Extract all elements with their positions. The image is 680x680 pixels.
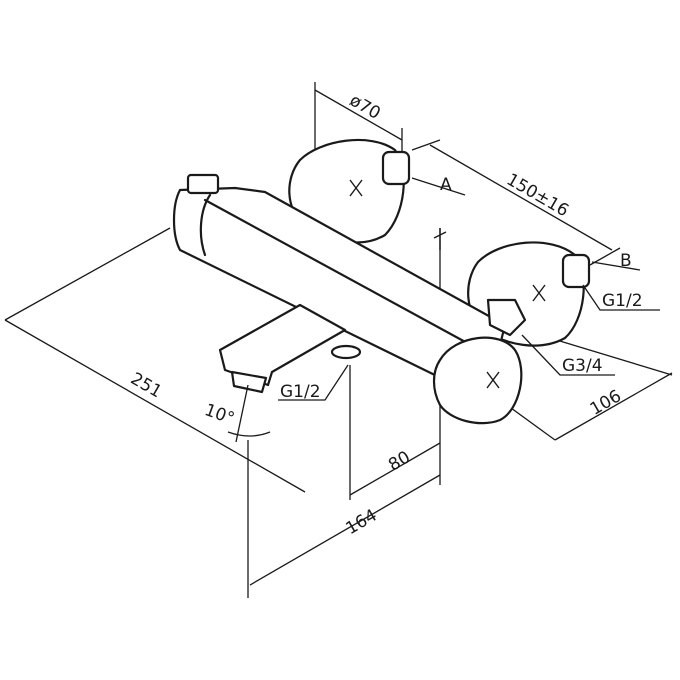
leaders <box>227 177 660 443</box>
depth-label: 106 <box>587 386 625 420</box>
thread-spout-label: G1/2 <box>280 382 321 402</box>
thread-outlet-label: G3/4 <box>562 356 603 376</box>
port-b-label: B <box>620 251 632 271</box>
length-label: 251 <box>127 369 165 403</box>
angle-label: 10° <box>202 400 237 429</box>
spacing-label: 150±16 <box>503 170 572 221</box>
projection-label: 164 <box>343 505 381 539</box>
right-handle <box>432 336 523 425</box>
offset-label: 80 <box>385 447 414 475</box>
left-thread <box>381 150 411 186</box>
right-thread <box>561 253 591 289</box>
spout <box>218 303 362 394</box>
left-wall-flange <box>288 138 411 244</box>
mixer-body <box>172 173 527 425</box>
port-a-label: A <box>440 175 452 195</box>
outlet-nut <box>486 298 527 337</box>
top-cap <box>186 173 220 195</box>
thread-right-label: G1/2 <box>602 291 643 311</box>
center-mark <box>433 228 447 250</box>
